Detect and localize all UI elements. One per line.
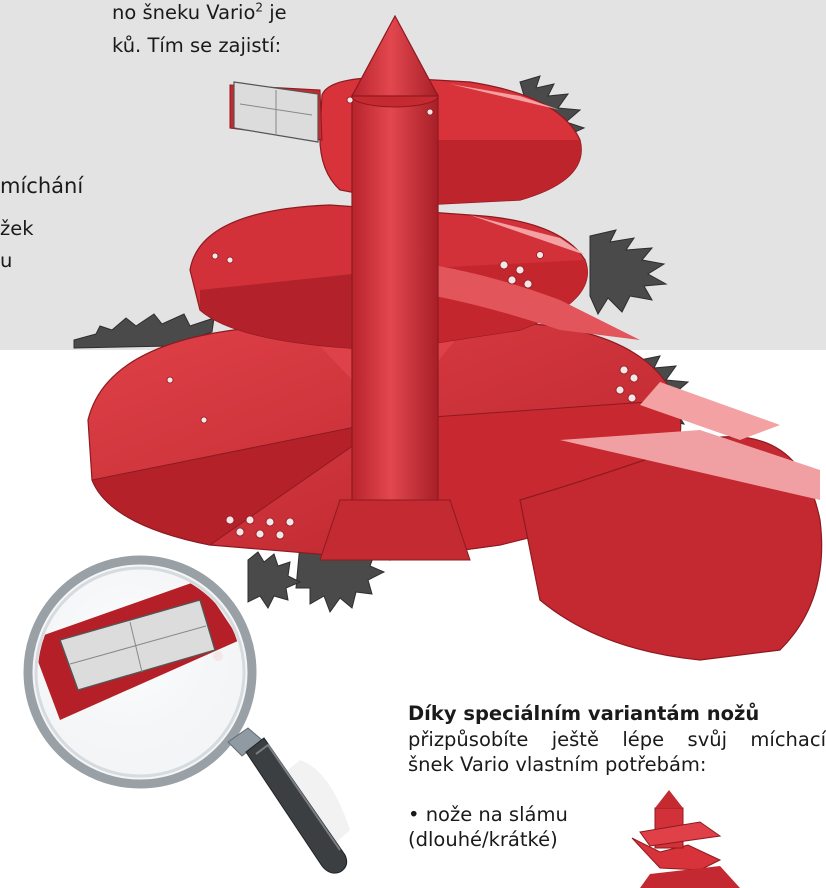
tip-bullet-line-1: • nože na slámu [408, 802, 568, 826]
intro-line-1: no šneku Vario2 je [112, 0, 287, 24]
tip-heading: Díky speciálním variantám nožů [408, 702, 760, 725]
central-column [319, 14, 471, 561]
top-pressure-plate [233, 81, 319, 143]
bolt-holes [166, 96, 639, 540]
intro-bullet-fragment-2: žek [0, 217, 34, 240]
intro-bullet-fragment-3: u [0, 249, 13, 272]
tip-bullet-line-2: (dlouhé/krátké) [408, 828, 558, 851]
small-auger-thumbnail [631, 790, 740, 888]
knife-variants-tip: Díky speciálním variantám nožů přizpůsob… [408, 701, 826, 853]
magnifier-glass [23, 555, 350, 874]
intro-line-2: ků. Tím se zajistí: [112, 34, 282, 57]
tip-line-2: šnek Vario vlastním potřebám: [408, 753, 707, 776]
intro-bullet-fragment-1: míchání [0, 174, 84, 198]
tip-line-1: přizpůsobíte ještě lépe svůj míchací [408, 727, 826, 751]
